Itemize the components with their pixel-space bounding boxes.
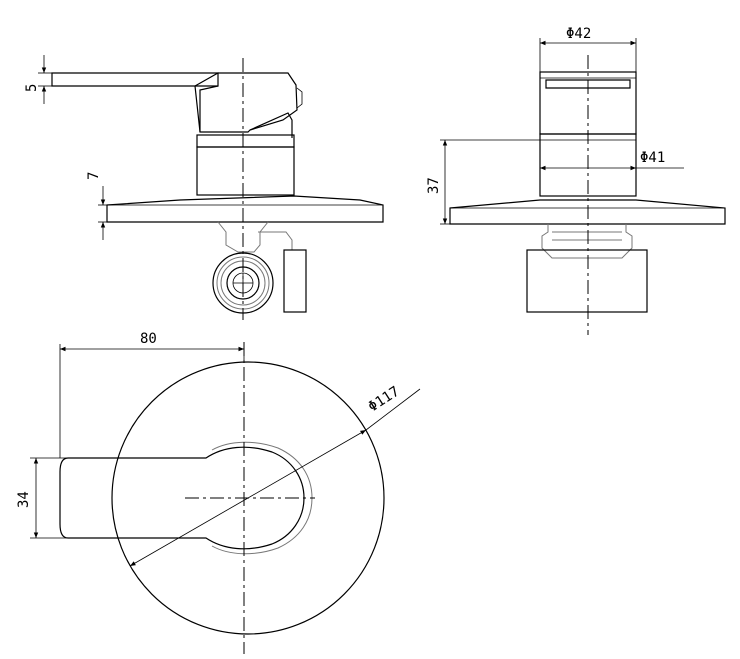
side-flange (106, 195, 384, 223)
side-cartridge (212, 221, 307, 314)
front-cartridge (526, 224, 648, 313)
dim-handle-height: 34 (16, 457, 68, 539)
top-plate-circle (111, 361, 385, 635)
dim-flange-thickness-label: 7 (86, 172, 102, 180)
dim-plate-diameter-label: Φ117 (365, 384, 402, 416)
dim-body-diameter-mid: Φ41 (540, 150, 684, 171)
side-view: 5 7 (24, 55, 384, 320)
side-lever (51, 72, 303, 138)
side-body (196, 134, 295, 196)
front-view: Φ42 Φ41 37 (426, 26, 726, 335)
dim-lever-thickness-label: 5 (24, 84, 40, 92)
dim-flange-thickness: 7 (86, 172, 107, 240)
top-view: 80 34 Φ117 (16, 331, 421, 654)
dim-handle-length-label: 80 (140, 331, 157, 347)
dim-handle-length: 80 (59, 331, 245, 458)
dim-body-diameter-top-label: Φ42 (566, 26, 591, 42)
dim-handle-height-label: 34 (16, 491, 32, 508)
dim-lever-thickness: 5 (24, 55, 52, 104)
dim-plate-diameter: Φ117 (129, 384, 421, 567)
dim-body-diameter-mid-label: Φ41 (640, 150, 665, 166)
dim-body-height: 37 (426, 139, 540, 225)
dim-body-height-label: 37 (426, 177, 442, 194)
dim-body-diameter-top: Φ42 (539, 26, 637, 72)
